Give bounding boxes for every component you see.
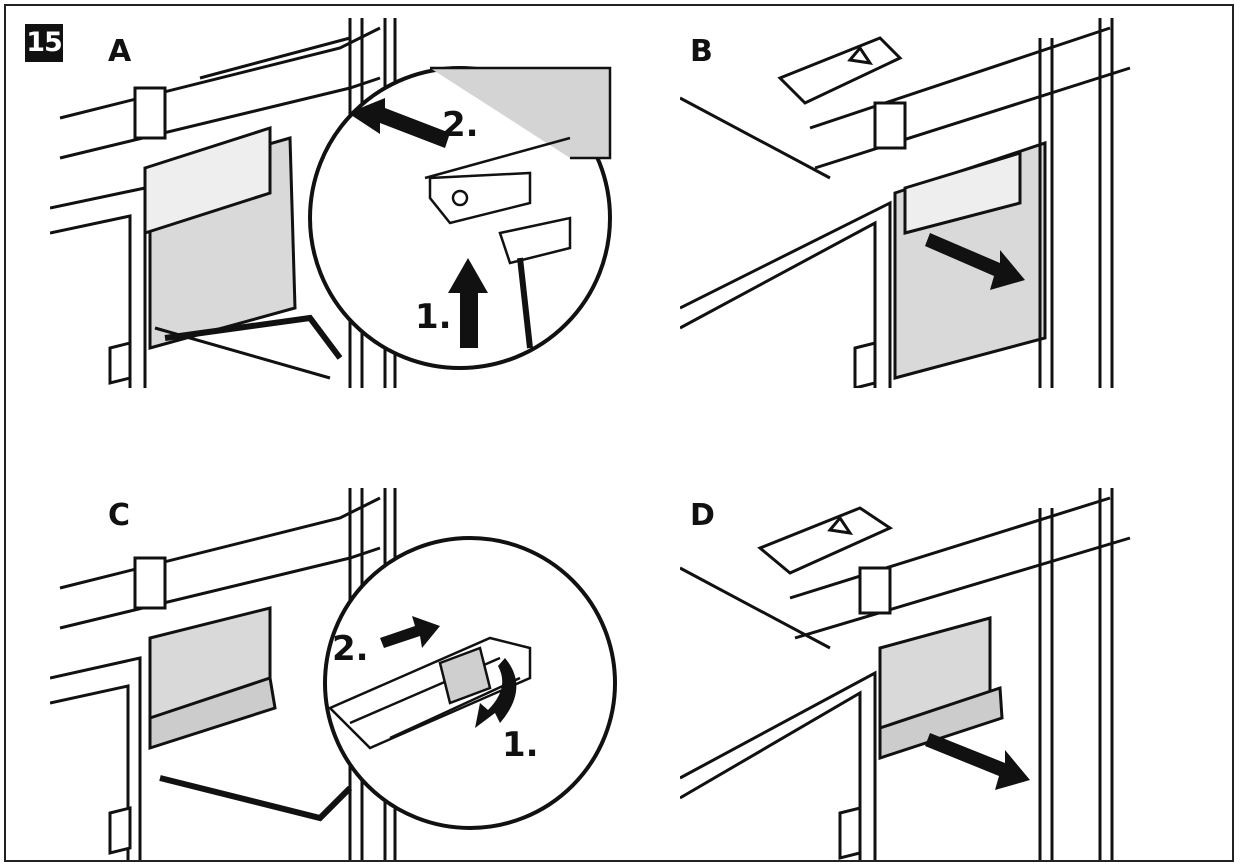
arrow-out-icon bbox=[925, 233, 1025, 290]
clip-part bbox=[428, 171, 532, 225]
warning-triangle-icon bbox=[827, 515, 854, 535]
oven-drawing-a bbox=[50, 18, 397, 388]
arrows-a bbox=[348, 98, 488, 348]
panel-label-c: C bbox=[108, 498, 131, 533]
rotate-arrow-icon bbox=[475, 658, 517, 728]
panel-d-illustration bbox=[680, 488, 1131, 860]
warning-cover bbox=[777, 36, 903, 105]
callout-c-1: 1. bbox=[502, 725, 539, 765]
arrow-out-icon bbox=[925, 733, 1030, 790]
drawer-front bbox=[878, 685, 1004, 761]
zoom-detail-a bbox=[424, 66, 612, 349]
knob-icon bbox=[858, 566, 892, 615]
callout-a-2: 2. bbox=[442, 105, 479, 145]
oven-drawing-b bbox=[680, 18, 1131, 388]
callout-a-1: 1. bbox=[415, 297, 452, 337]
arrow-up-icon bbox=[448, 258, 488, 348]
oven-drawing-d bbox=[680, 488, 1131, 860]
drawer-front bbox=[148, 676, 277, 751]
warning-triangle-icon bbox=[847, 45, 874, 65]
panel-label-b: B bbox=[690, 34, 713, 69]
knob-icon bbox=[133, 86, 167, 140]
knob-icon bbox=[133, 556, 167, 610]
panel-label-d: D bbox=[690, 498, 715, 533]
panel-c-illustration: 2. 1. bbox=[50, 488, 617, 860]
panel-label-a: A bbox=[108, 34, 132, 69]
warning-cover bbox=[757, 506, 894, 575]
panel-a-illustration: 2. 1. bbox=[50, 18, 612, 388]
arrows-c bbox=[380, 616, 517, 728]
arrow-left-icon bbox=[348, 98, 450, 148]
callout-c-2: 2. bbox=[332, 629, 369, 669]
panel-b-illustration bbox=[680, 18, 1131, 388]
oven-drawing-c bbox=[50, 488, 397, 860]
knob-icon bbox=[873, 101, 907, 150]
figure-number: 15 bbox=[25, 24, 63, 62]
arrow-right-icon bbox=[380, 616, 440, 648]
zoom-detail-c bbox=[327, 636, 532, 750]
